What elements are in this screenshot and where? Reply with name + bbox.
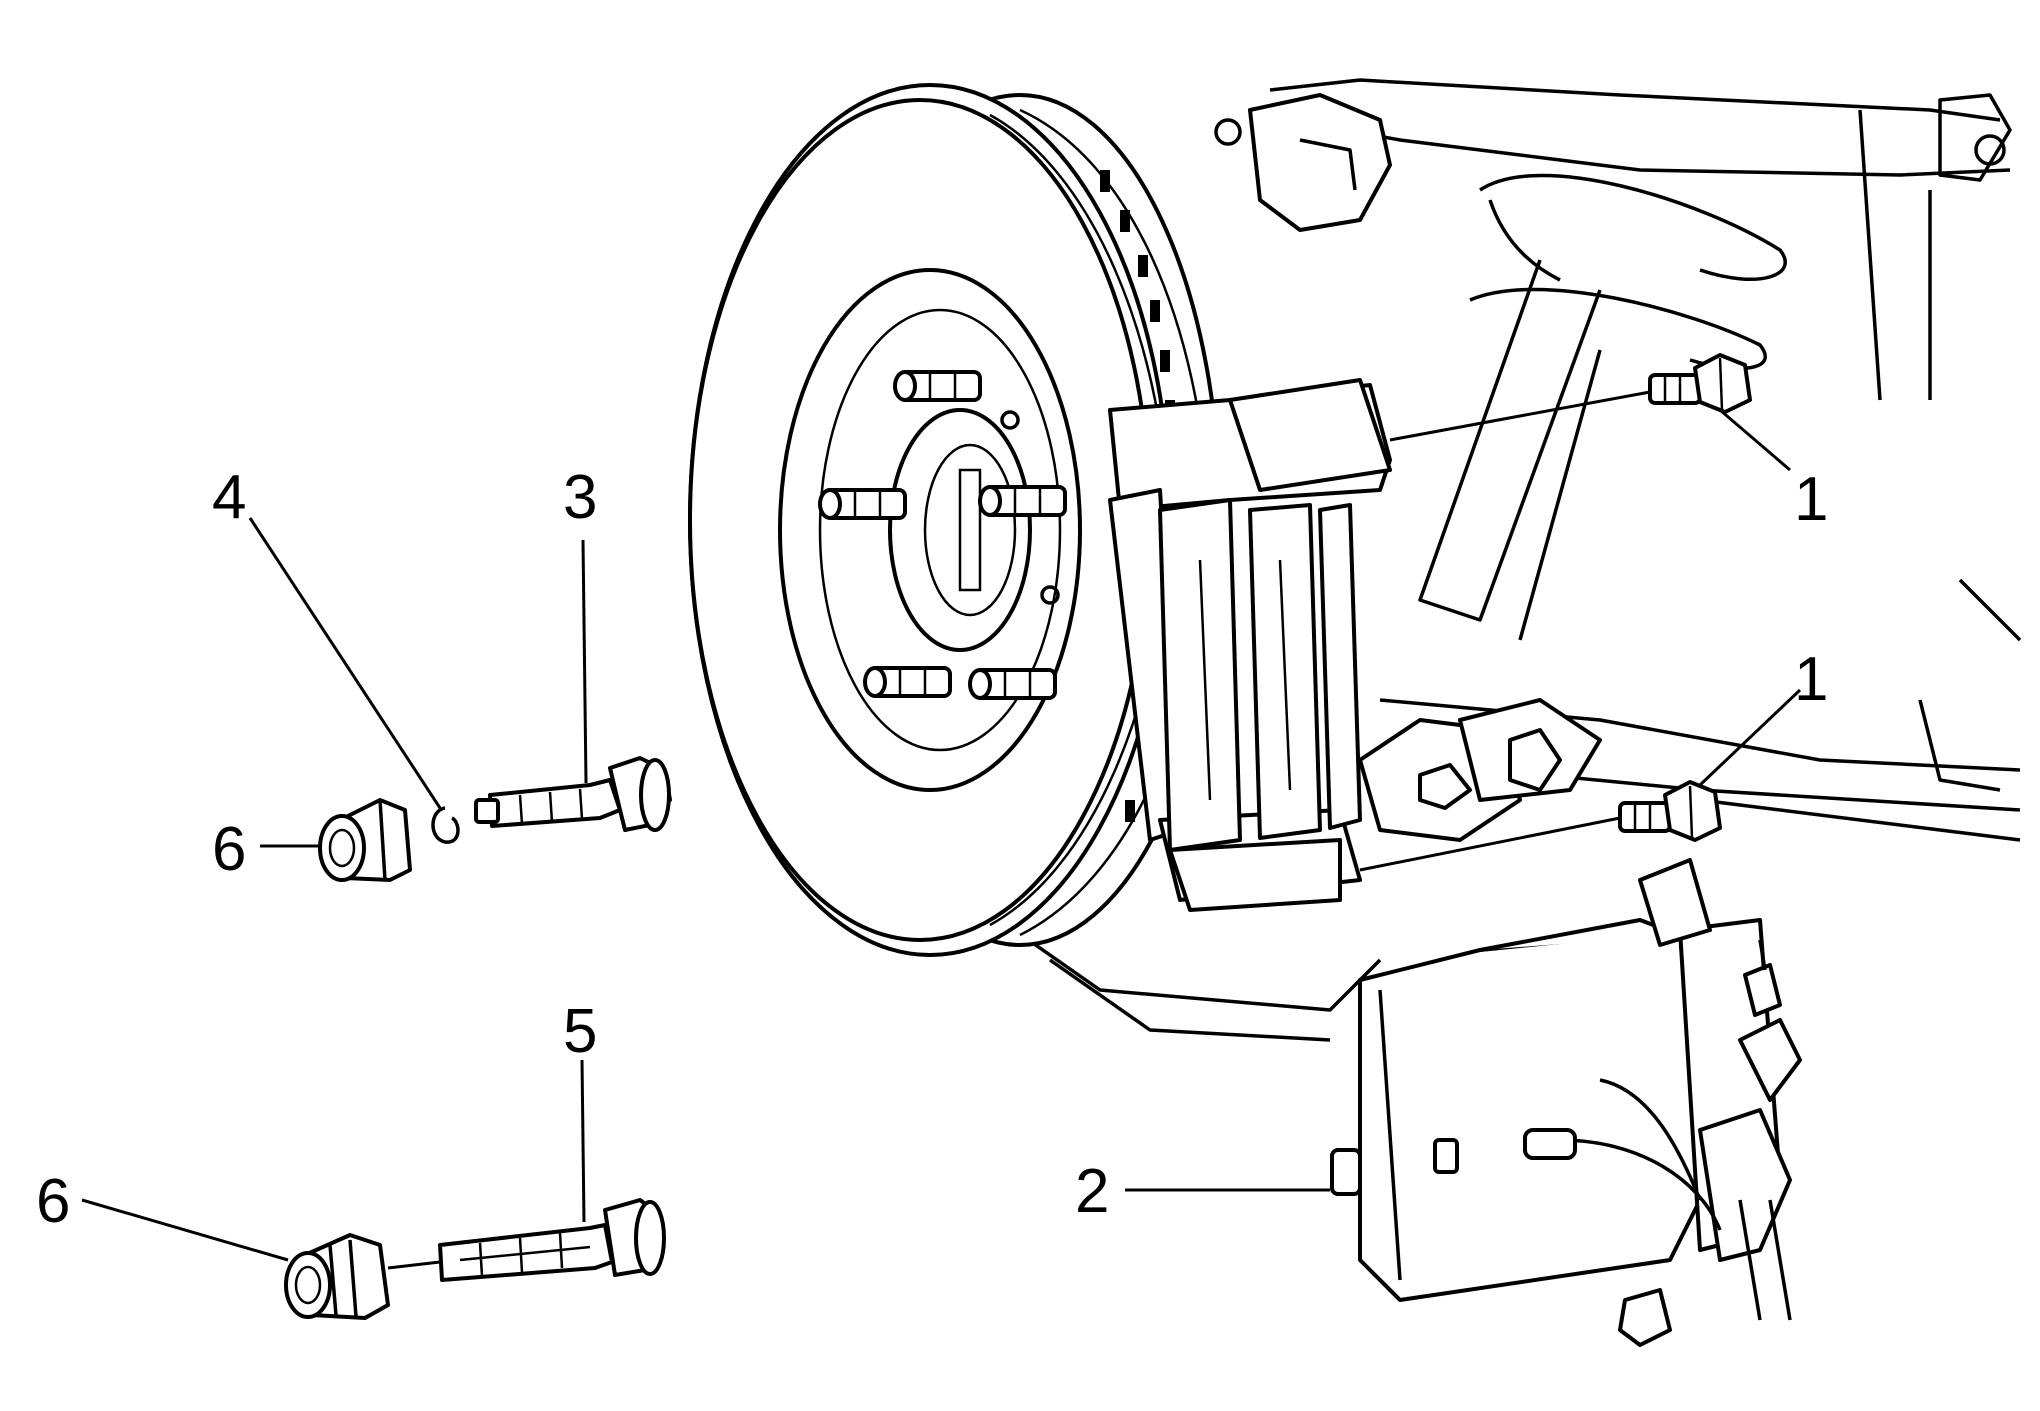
wheel-stud [978,485,1067,517]
caliper-bracket-bolt-lower [1359,780,1722,872]
caliper-bracket-bolt-upper [1389,353,1752,442]
wheel-stud [893,370,982,402]
brake-rotor [688,83,1222,957]
leader-1-upper [1719,408,1791,472]
callout-1-lower: 1 [1794,645,1828,714]
caliper-bracket [1108,378,1602,912]
callout-2: 2 [1075,1157,1109,1226]
guide-pin-boot-upper [318,798,412,882]
callout-6-lower: 6 [36,1167,70,1236]
callout-3: 3 [563,463,597,532]
wheel-stud [818,488,907,520]
callout-1-upper: 1 [1794,465,1828,534]
callout-4: 4 [212,463,246,532]
guide-pin-boot-lower [284,1233,390,1320]
leader-lines [81,408,1802,1270]
retaining-clip [431,806,460,844]
guide-pin-lower [438,1198,666,1282]
leader-4 [248,517,442,809]
guide-pin-upper [474,756,672,832]
leader-3 [581,539,588,784]
brake-caliper [1330,858,1802,1347]
callout-6-upper: 6 [212,815,246,884]
wheel-studs [818,370,1067,700]
leader-1-lower [1698,688,1802,787]
leader-5 [580,1059,586,1223]
wheel-stud [863,666,952,698]
leader-6-lower [81,1198,289,1262]
callout-labels: 1 1 2 3 4 5 6 6 [36,463,1828,1236]
callout-5: 5 [563,997,597,1066]
wheel-stud [968,668,1057,700]
